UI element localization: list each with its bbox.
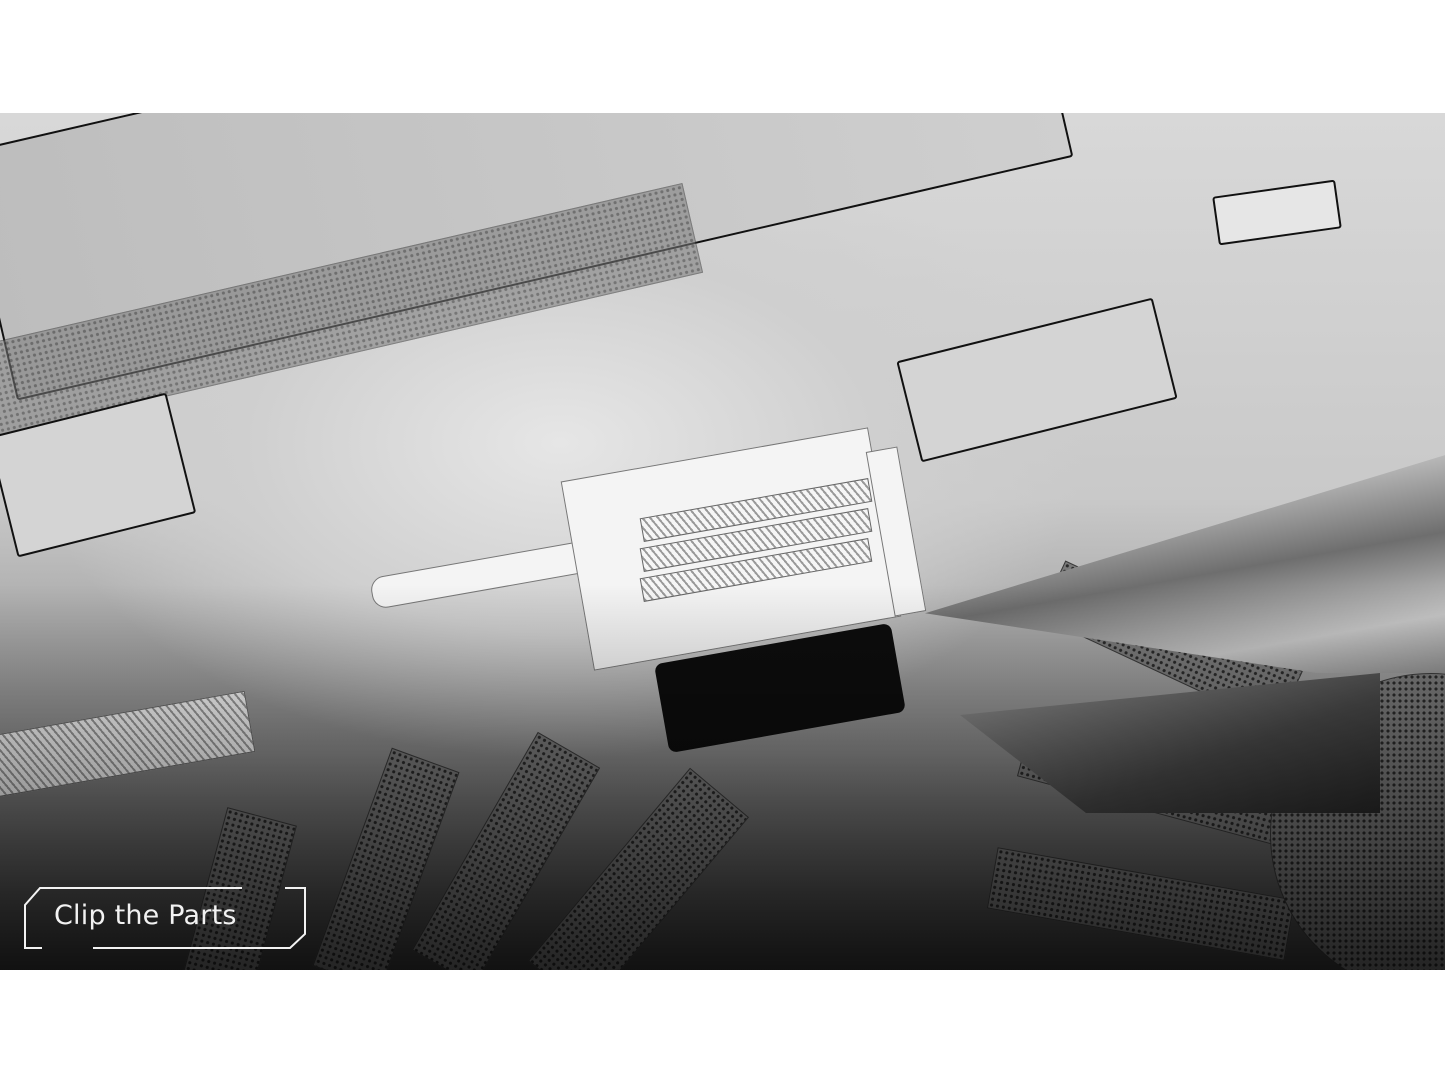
pliers-lower-jaw [960,673,1380,813]
engine-part-handle [368,538,604,610]
chamfered-frame-icon [24,887,306,949]
small-engine-top-right [1212,179,1342,246]
caption-label: Clip the Parts [24,887,306,949]
tab-part-right-top [896,297,1178,463]
pliers-upper-jaw [925,443,1445,673]
engine-part-left [0,690,256,798]
mesh-finger-7 [986,847,1296,961]
caption-text: Clip the Parts [54,900,237,931]
product-photo [0,113,1445,970]
